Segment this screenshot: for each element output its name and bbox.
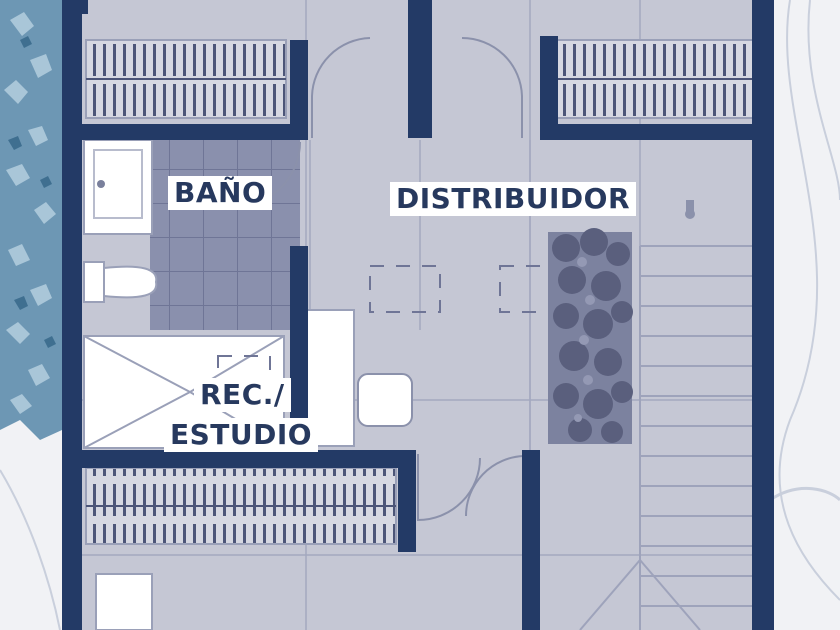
staircase	[579, 245, 756, 630]
chair	[357, 373, 413, 427]
bathroom-tile-floor	[150, 140, 300, 330]
door-swings	[235, 37, 525, 522]
walls	[62, 0, 774, 630]
hall-label: DISTRIBUIDOR	[390, 182, 637, 216]
bed-corner	[95, 573, 153, 630]
planter-plants	[548, 228, 633, 444]
study-label-line1: REC./	[194, 378, 291, 412]
toilet	[83, 261, 158, 303]
stair-arrow-icon	[685, 200, 695, 219]
tree-foliage	[0, 0, 62, 440]
closet-rods	[86, 78, 754, 507]
study-label-line2: ESTUDIO	[164, 418, 319, 452]
bathroom-label: BAÑO	[168, 176, 273, 210]
washbasin	[83, 139, 153, 235]
